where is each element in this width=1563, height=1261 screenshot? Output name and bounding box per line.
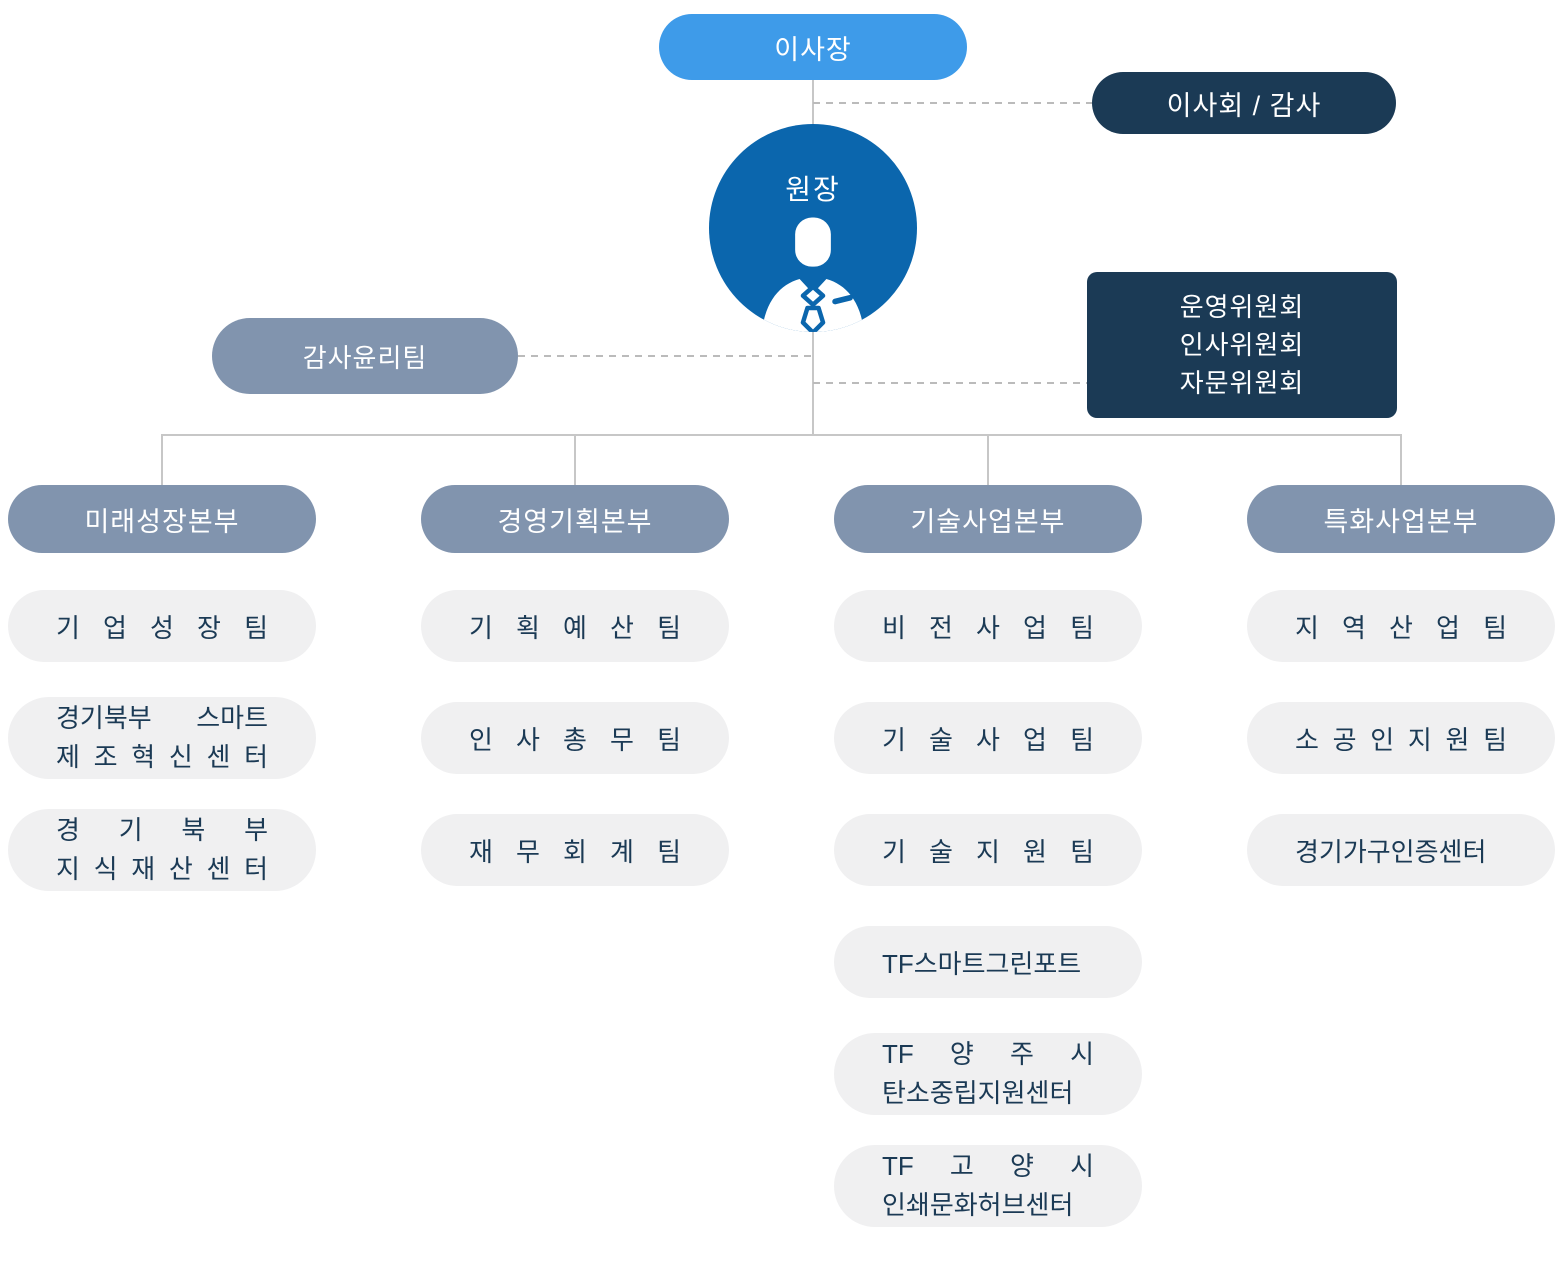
team-slot: 기 술 지 원 팀 [834,794,1142,906]
team-slot: TF스마트그린포트 [834,906,1142,1018]
division-label: 경영기획본부 [497,506,653,537]
team-pill: TF스마트그린포트 [834,926,1142,998]
committee-label: 인사위원회 [1179,330,1305,360]
division-node-future-growth: 미래성장본부 [8,485,316,553]
team-pill: 재 무 회 계 팀 [421,814,729,886]
division-label: 미래성장본부 [84,506,240,537]
team-label-line: 인쇄문화허브센터 [882,1190,1074,1220]
team-slot: 지 역 산 업 팀 [1247,570,1555,682]
team-pill: 기 획 예 산 팀 [421,590,729,662]
team-label-line: 제 조 혁 신 센 터 [56,742,268,772]
division-label: 기술사업본부 [910,506,1066,537]
team-label-line: 지 식 재 산 센 터 [56,854,268,884]
team-slot: 기 술 사 업 팀 [834,682,1142,794]
division-node-specialized-business: 특화사업본부 [1247,485,1555,553]
team-pill: 비 전 사 업 팀 [834,590,1142,662]
team-label-line: TF 양 주 시 [882,1039,1094,1069]
team-slot: 기 업 성 장 팀 [8,570,316,682]
team-label-line: 경기북부 스마트 [56,703,268,733]
team-pill: 소 공 인 지 원 팀 [1247,702,1555,774]
team-label-line: 경기가구인증센터 [1295,836,1487,867]
team-slot: 재 무 회 계 팀 [421,794,729,906]
team-slot: 인 사 총 무 팀 [421,682,729,794]
team-slot: 기 획 예 산 팀 [421,570,729,682]
team-pill: 지 역 산 업 팀 [1247,590,1555,662]
team-label-line: 인 사 총 무 팀 [469,724,681,755]
committee-label: 운영위원회 [1179,292,1305,322]
team-pill: 기 술 지 원 팀 [834,814,1142,886]
team-label-line: 지 역 산 업 팀 [1295,612,1507,643]
team-label-line: 재 무 회 계 팀 [469,836,681,867]
team-label-line: TF스마트그린포트 [882,948,1082,979]
team-slot: 경기가구인증센터 [1247,794,1555,906]
division-node-technology-business: 기술사업본부 [834,485,1142,553]
audit-ethics-team-node: 감사윤리팀 [212,318,518,394]
chairman-label: 이사장 [774,34,852,65]
team-label-line: 소 공 인 지 원 팀 [1295,724,1507,755]
chairman-node: 이사장 [659,14,967,80]
division-node-management-planning: 경영기획본부 [421,485,729,553]
committees-node: 운영위원회 인사위원회 자문위원회 [1087,272,1397,418]
board-audit-label: 이사회 / 감사 [1166,90,1322,121]
person-icon [762,217,864,332]
audit-ethics-team-label: 감사윤리팀 [302,342,428,373]
team-pill: 기 업 성 장 팀 [8,590,316,662]
board-audit-node: 이사회 / 감사 [1092,72,1396,134]
team-pill: 경기가구인증센터 [1247,814,1555,886]
team-label-line: 탄소중립지원센터 [882,1078,1074,1108]
team-slot: 소 공 인 지 원 팀 [1247,682,1555,794]
division-label: 특화사업본부 [1323,506,1479,537]
team-label-line: 기 업 성 장 팀 [56,612,268,643]
team-label-line: 비 전 사 업 팀 [882,612,1094,643]
team-slot: 비 전 사 업 팀 [834,570,1142,682]
team-label-line: 기 획 예 산 팀 [469,612,681,643]
team-label-line: TF 고 양 시 [882,1151,1094,1181]
team-pill: 인 사 총 무 팀 [421,702,729,774]
director-label: 원장 [785,174,841,205]
committee-label: 자문위원회 [1179,368,1305,398]
team-label-line: 경 기 북 부 [56,815,268,845]
director-node: 원장 [709,124,917,332]
team-pill: 기 술 사 업 팀 [834,702,1142,774]
team-label-line: 기 술 지 원 팀 [882,836,1094,867]
team-label-line: 기 술 사 업 팀 [882,724,1094,755]
